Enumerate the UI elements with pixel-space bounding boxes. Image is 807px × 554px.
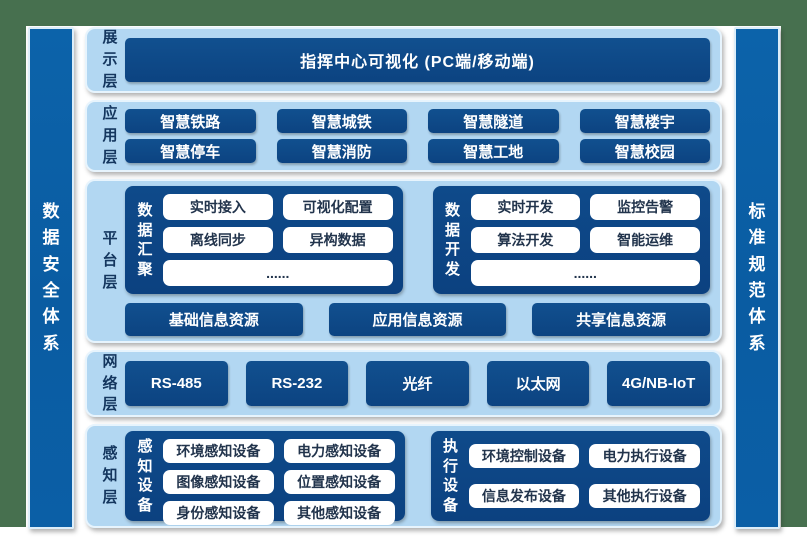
layer-perception-body: 感知设备 环境感知设备 电力感知设备 图像感知设备 位置感知设备 身份感知设备 … (125, 431, 710, 525)
data-development-group: 数据开发 实时开发 监控告警 算法开发 智能运维 ...... (432, 186, 710, 294)
data-aggregation-label: 数据汇聚 (137, 202, 153, 278)
resource-item: 基础信息资源 (125, 303, 303, 336)
command-center-box: 指挥中心可视化 (PC端/移动端) (125, 38, 710, 82)
app-item: 智慧停车 (125, 139, 256, 163)
layer-application: 应用层 智慧铁路 智慧城铁 智慧隧道 智慧楼宇 智慧停车 智慧消防 智慧工地 智… (85, 100, 722, 172)
layer-application-body: 智慧铁路 智慧城铁 智慧隧道 智慧楼宇 智慧停车 智慧消防 智慧工地 智慧校园 (125, 107, 710, 165)
network-item: RS-232 (245, 361, 349, 406)
sensing-item: 环境感知设备 (163, 439, 274, 463)
platform-item: 实时接入 (163, 194, 273, 220)
standards-bar-label: 标准规范体系 (748, 201, 766, 353)
network-item: RS-485 (125, 361, 228, 406)
frame-border-top (0, 0, 807, 26)
platform-item: 实时开发 (470, 194, 581, 220)
layer-display-body: 指挥中心可视化 (PC端/移动端) (125, 34, 710, 86)
layer-platform-label-wrap: 平台层 (95, 186, 125, 336)
data-aggregation-group: 数据汇聚 实时接入 可视化配置 离线同步 异构数据 ...... (125, 186, 403, 294)
sensing-item: 身份感知设备 (163, 501, 274, 525)
layer-platform-body: 数据汇聚 实时接入 可视化配置 离线同步 异构数据 ...... (125, 186, 711, 336)
platform-item: 监控告警 (590, 194, 700, 220)
layer-display-label: 展示层 (102, 29, 118, 90)
sensing-item: 位置感知设备 (283, 470, 395, 494)
platform-content: 数据汇聚 实时接入 可视化配置 离线同步 异构数据 ...... (125, 186, 711, 336)
actuator-item: 环境控制设备 (468, 443, 580, 468)
app-item: 智慧城铁 (276, 109, 407, 133)
actuator-item: 电力执行设备 (589, 443, 700, 468)
layer-network-body: RS-485 RS-232 光纤 以太网 4G/NB-IoT (125, 357, 710, 410)
platform-item: 异构数据 (282, 227, 393, 253)
app-item: 智慧楼宇 (579, 109, 710, 133)
actuator-devices-group: 执行设备 环境控制设备 电力执行设备 信息发布设备 其他执行设备 (430, 431, 710, 521)
resource-item: 应用信息资源 (328, 303, 507, 336)
data-development-grid: 实时开发 监控告警 算法开发 智能运维 ...... (470, 194, 700, 286)
data-development-label: 数据开发 (444, 202, 460, 278)
platform-item: 智能运维 (590, 227, 700, 253)
layer-stack: 展示层 指挥中心可视化 (PC端/移动端) 应用层 智慧铁路 智慧城铁 智慧隧道… (85, 27, 722, 528)
actuator-devices-label-wrap: 执行设备 (439, 438, 463, 514)
app-item: 智慧工地 (428, 139, 559, 163)
platform-item: 可视化配置 (282, 194, 393, 220)
data-development-label-wrap: 数据开发 (441, 194, 465, 286)
sensing-devices-grid: 环境感知设备 电力感知设备 图像感知设备 位置感知设备 身份感知设备 其他感知设… (163, 439, 395, 525)
frame-border-left (0, 0, 26, 527)
layer-network-label: 网络层 (102, 352, 118, 414)
sensing-devices-label-wrap: 感知设备 (133, 438, 157, 514)
layer-perception-label-wrap: 感知层 (95, 431, 125, 521)
platform-item: 算法开发 (470, 227, 581, 253)
layer-platform-label: 平台层 (102, 230, 118, 291)
actuator-item: 信息发布设备 (468, 484, 580, 509)
resource-item: 共享信息资源 (532, 303, 711, 336)
layer-display-label-wrap: 展示层 (95, 29, 125, 90)
layer-network: 网络层 RS-485 RS-232 光纤 以太网 4G/NB-IoT (85, 350, 722, 417)
platform-item-more: ...... (470, 260, 700, 286)
frame-border-right (781, 0, 807, 527)
sensing-item: 电力感知设备 (283, 439, 395, 463)
actuator-devices-grid: 环境控制设备 电力执行设备 信息发布设备 其他执行设备 (468, 439, 700, 513)
data-security-bar-label: 数据安全体系 (42, 201, 60, 353)
sensing-devices-group: 感知设备 环境感知设备 电力感知设备 图像感知设备 位置感知设备 身份感知设备 … (125, 431, 405, 525)
app-item: 智慧校园 (579, 139, 710, 163)
app-item: 智慧铁路 (125, 109, 256, 133)
app-item: 智慧隧道 (428, 109, 559, 133)
network-item: 4G/NB-IoT (607, 361, 710, 406)
standards-bar: 标准规范体系 (734, 27, 780, 529)
layer-application-label: 应用层 (102, 105, 118, 166)
platform-item: 离线同步 (163, 227, 273, 253)
data-aggregation-label-wrap: 数据汇聚 (133, 194, 157, 286)
network-item: 以太网 (486, 361, 590, 406)
layer-network-label-wrap: 网络层 (95, 353, 125, 414)
resource-row: 基础信息资源 应用信息资源 共享信息资源 (125, 303, 711, 336)
data-security-bar: 数据安全体系 (28, 27, 74, 529)
network-row: RS-485 RS-232 光纤 以太网 4G/NB-IoT (125, 357, 710, 410)
sensing-devices-label: 感知设备 (137, 438, 153, 514)
layer-perception: 感知层 感知设备 环境感知设备 电力感知设备 图像感知设备 位置感知设备 身份感… (85, 424, 722, 528)
sensing-item: 其他感知设备 (283, 501, 395, 525)
data-aggregation-grid: 实时接入 可视化配置 离线同步 异构数据 ...... (163, 194, 393, 286)
network-item: 光纤 (366, 361, 469, 406)
perception-groups: 感知设备 环境感知设备 电力感知设备 图像感知设备 位置感知设备 身份感知设备 … (125, 431, 710, 525)
layer-display: 展示层 指挥中心可视化 (PC端/移动端) (85, 27, 722, 93)
app-item: 智慧消防 (276, 139, 407, 163)
actuator-devices-label: 执行设备 (442, 438, 458, 514)
layer-platform: 平台层 数据汇聚 实时接入 可视化配置 离线同步 异构 (85, 179, 722, 343)
sensing-item: 图像感知设备 (163, 470, 274, 494)
platform-item-more: ...... (163, 260, 393, 286)
layer-application-label-wrap: 应用层 (95, 105, 125, 166)
platform-groups: 数据汇聚 实时接入 可视化配置 离线同步 异构数据 ...... (125, 186, 710, 294)
application-grid: 智慧铁路 智慧城铁 智慧隧道 智慧楼宇 智慧停车 智慧消防 智慧工地 智慧校园 (125, 107, 710, 165)
layer-perception-label: 感知层 (102, 445, 118, 506)
actuator-item: 其他执行设备 (589, 484, 700, 509)
